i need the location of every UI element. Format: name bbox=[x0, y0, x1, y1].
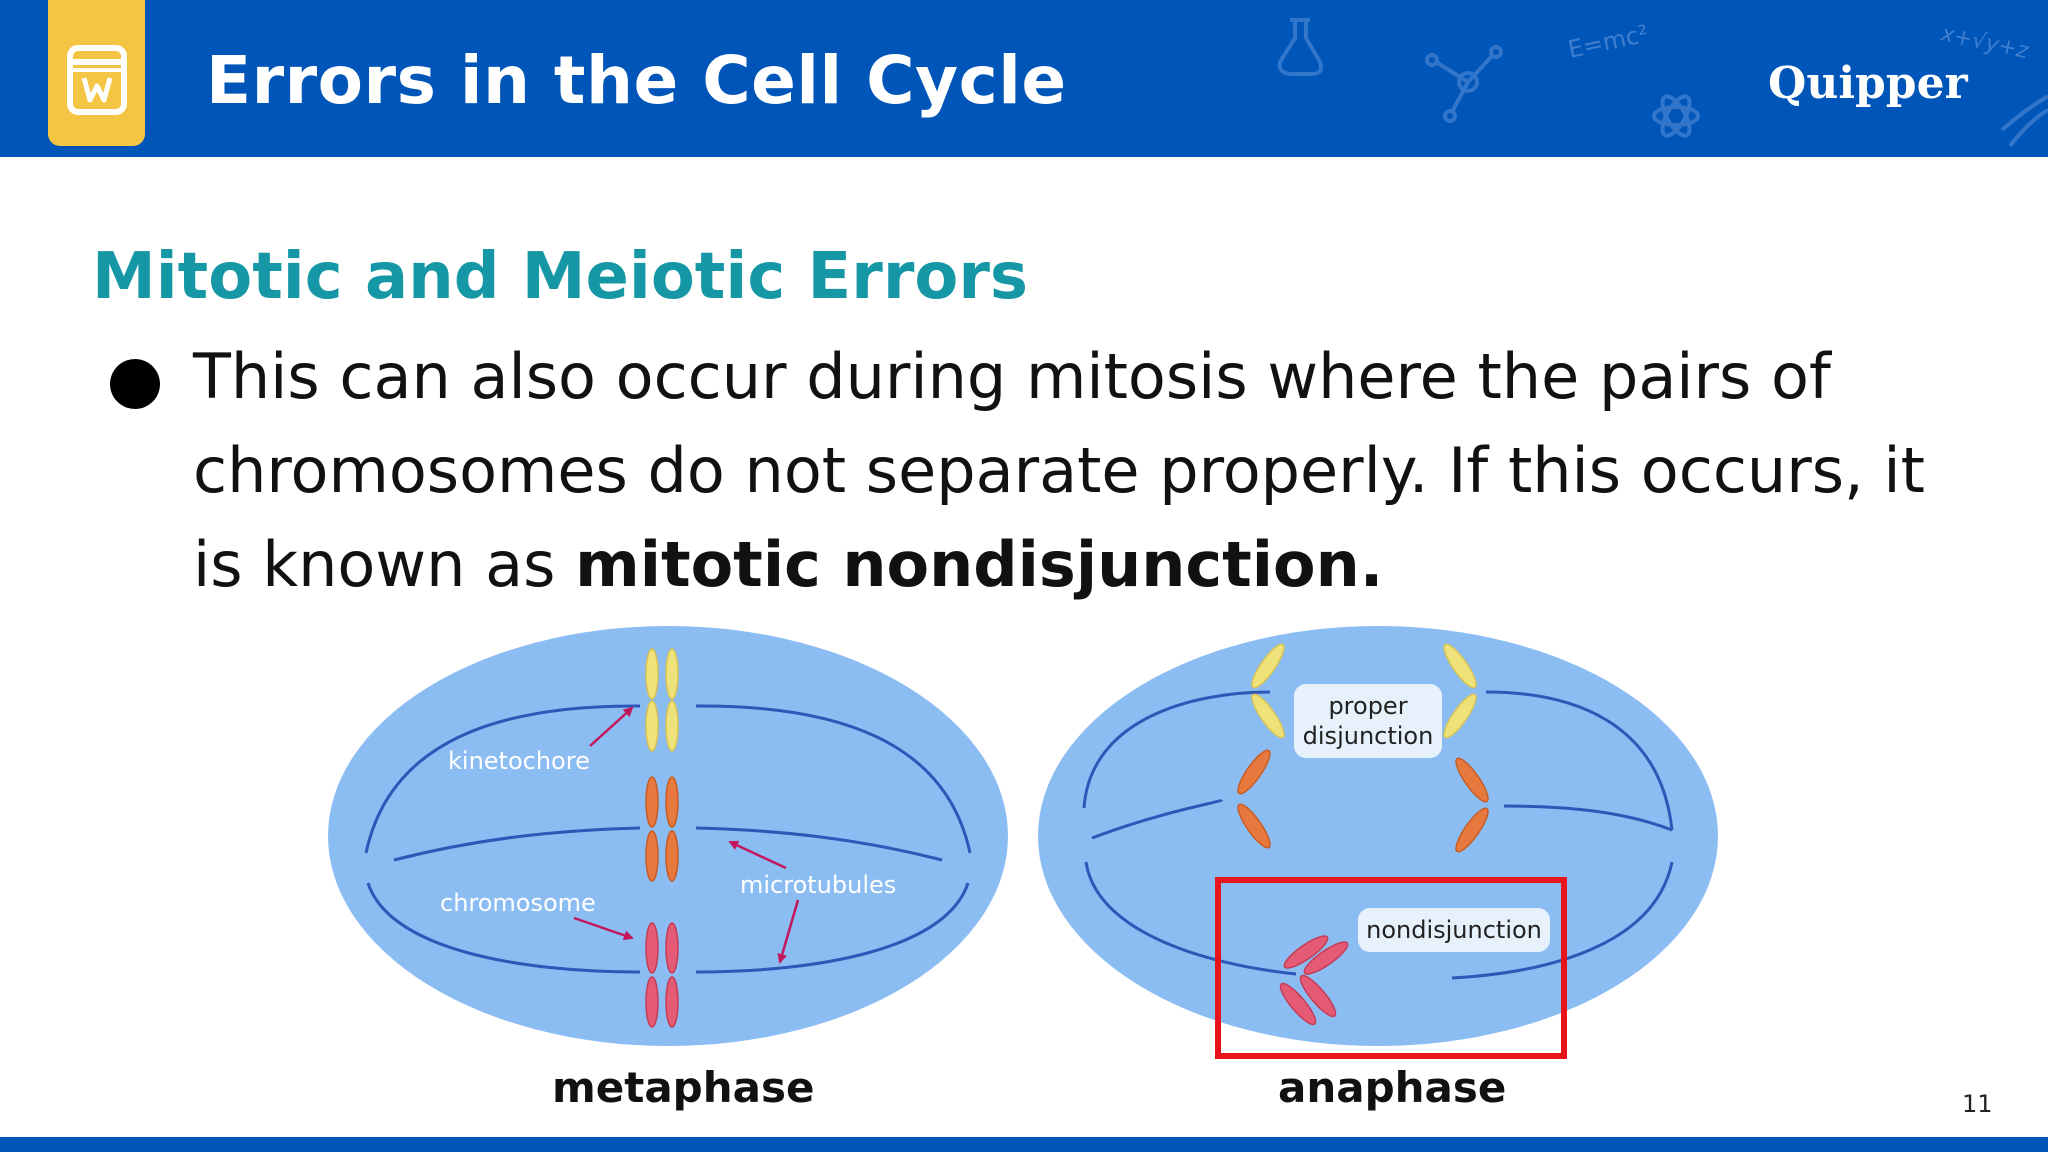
page-number: 11 bbox=[1962, 1090, 1993, 1118]
bullet-text-bold: mitotic nondisjunction. bbox=[575, 528, 1384, 601]
anaphase-caption: anaphase bbox=[1278, 1063, 1507, 1112]
microtubules-arrow-down bbox=[777, 899, 800, 964]
slide-title: Errors in the Cell Cycle bbox=[206, 42, 1067, 119]
metaphase-spindle bbox=[364, 704, 972, 974]
metaphase-cell: kinetochore chromosome microtubules bbox=[328, 626, 1008, 1046]
nondisjunction-label: nondisjunction bbox=[1366, 916, 1542, 944]
book-icon bbox=[67, 45, 127, 115]
nondisjunction-highlight-box bbox=[1215, 877, 1567, 1059]
kinetochore-arrow bbox=[589, 706, 634, 747]
kinetochore-label: kinetochore bbox=[448, 747, 590, 775]
header-bar: Errors in the Cell Cycle E=mc² x+√y+z Qu… bbox=[0, 0, 2048, 157]
bullet-text: This can also occur during mitosis where… bbox=[193, 330, 1973, 612]
atom-icon bbox=[1652, 105, 1700, 127]
chromosome-arrow bbox=[573, 916, 634, 941]
anaphase-spindle bbox=[1082, 690, 1674, 980]
metaphase-chromosome-pink bbox=[645, 922, 679, 1028]
section-subtitle: Mitotic and Meiotic Errors bbox=[92, 240, 1028, 314]
metaphase-chromosome-yellow bbox=[645, 648, 679, 752]
quipper-logo: Quipper bbox=[1768, 58, 1968, 109]
flask-icon bbox=[1277, 18, 1323, 76]
bullet-text-regular: This can also occur during mitosis where… bbox=[193, 340, 1925, 601]
proper-disjunction-label-line1: proper bbox=[1328, 692, 1407, 720]
molecule-icon bbox=[1457, 71, 1479, 93]
microtubules-label: microtubules bbox=[740, 871, 896, 899]
science-decoration: E=mc² x+√y+z bbox=[1277, 18, 2048, 148]
chromosome-label: chromosome bbox=[440, 889, 596, 917]
logo-badge bbox=[48, 0, 145, 146]
bullet-icon bbox=[110, 359, 160, 409]
nondisjunction-bubble bbox=[1358, 908, 1550, 952]
metaphase-chromosome-orange bbox=[645, 776, 679, 882]
anaphase-cell: proper disjunction nondisjunction bbox=[1038, 626, 1718, 1059]
microtubules-arrow-up bbox=[728, 840, 787, 870]
footer-bar bbox=[0, 1137, 2048, 1152]
anaphase-chromosome-pink bbox=[1279, 935, 1349, 1026]
anaphase-chromosome-orange bbox=[1237, 749, 1489, 853]
proper-disjunction-label-line2: disjunction bbox=[1303, 722, 1434, 750]
dna-icon bbox=[2000, 94, 2048, 148]
anaphase-chromosome-yellow bbox=[1251, 643, 1477, 739]
metaphase-caption: metaphase bbox=[552, 1063, 815, 1112]
proper-disjunction-bubble bbox=[1294, 684, 1442, 758]
